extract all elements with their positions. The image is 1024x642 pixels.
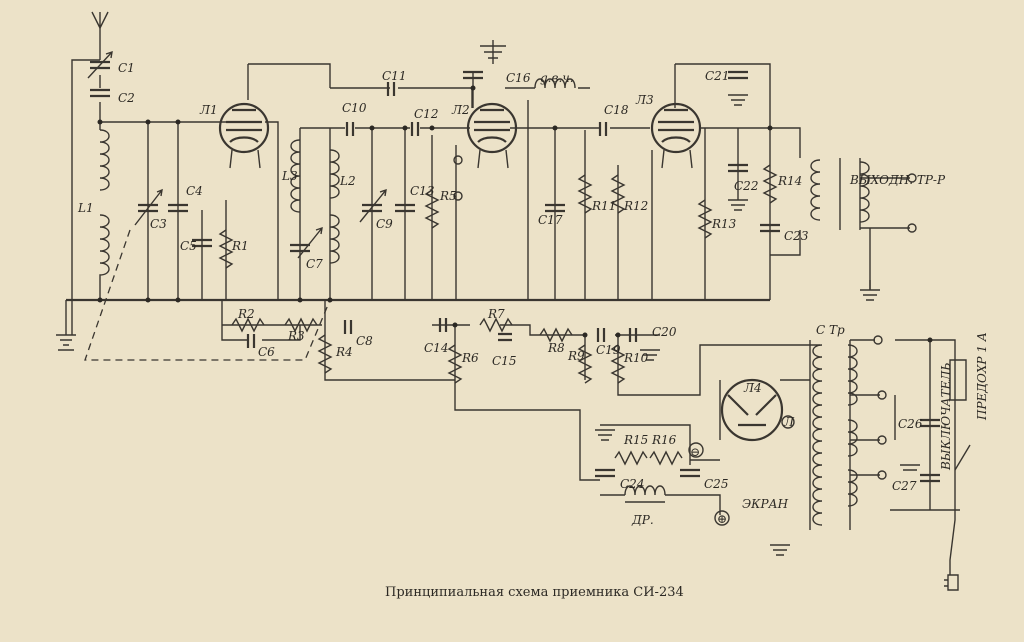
- label-c23: C23: [784, 229, 809, 243]
- label-c13: C13: [410, 184, 435, 198]
- label-c16: C16: [506, 71, 531, 85]
- label-tube2: Л2: [451, 103, 470, 117]
- label-c21: C21: [705, 69, 729, 83]
- figure-caption: Принципиальная схема приемника СИ-234: [385, 585, 684, 600]
- label-tube4: Л4: [743, 381, 762, 395]
- label-c17: C17: [538, 213, 563, 227]
- label-c22: C22: [734, 179, 758, 193]
- label-c1: C1: [118, 61, 135, 75]
- gang-control-line: [84, 229, 331, 361]
- label-c24: C24: [620, 477, 644, 491]
- label-c4: C4: [186, 184, 203, 198]
- label-r4: R4: [335, 345, 353, 359]
- label-c7: C7: [306, 257, 323, 271]
- label-choke-dr: ДР.: [631, 513, 654, 527]
- label-c10: C10: [342, 101, 367, 115]
- label-r9: R9: [567, 349, 585, 363]
- label-c11: C11: [382, 69, 406, 83]
- tube-l2: [466, 102, 518, 169]
- label-tube1: Л1: [199, 103, 218, 117]
- label-tube3: Л3: [635, 93, 654, 107]
- label-r8: R8: [547, 341, 565, 355]
- label-c15: C15: [492, 354, 516, 368]
- label-c12: C12: [414, 107, 438, 121]
- label-output-transformer: ВЫХОДН. ТР-Р: [849, 173, 946, 187]
- capacitors: [90, 60, 940, 483]
- vacuum-tubes: [218, 102, 795, 442]
- label-c3: C3: [150, 217, 167, 231]
- tube-l3: [650, 102, 702, 169]
- label-c20: C20: [652, 325, 677, 339]
- label-c18: C18: [604, 103, 629, 117]
- coils: [99, 78, 870, 526]
- label-choke: g.в.ч.: [540, 71, 574, 85]
- label-c14: C14: [424, 341, 448, 355]
- label-r5: R5: [439, 189, 457, 203]
- label-power-transformer: С Тр: [816, 323, 845, 337]
- junction-dots: [97, 85, 933, 343]
- antenna-symbol: [91, 11, 109, 30]
- label-r13: R13: [711, 217, 737, 231]
- label-lamp: Л: [783, 415, 795, 429]
- label-screen: ЭКРАН: [742, 497, 789, 511]
- label-r6: R6: [461, 351, 479, 365]
- component-labels: C1 C2 L1 C3 C4 C5 R1 Л1 R2 C6 R3 R4 C8 L…: [77, 61, 989, 527]
- tube-l1: [218, 102, 270, 169]
- label-c5: C5: [180, 239, 197, 253]
- label-fuse: ПРЕДОХР 1 А: [975, 332, 989, 421]
- tube-l4-rectifier: [720, 378, 795, 442]
- label-r16: R16: [651, 433, 677, 447]
- label-r15: R15: [623, 433, 648, 447]
- label-r11: R11: [591, 199, 616, 213]
- ground-symbols: [56, 40, 920, 556]
- label-r10: R10: [623, 351, 649, 365]
- label-switch: ВЫКЛЮЧАТЕЛЬ: [939, 363, 953, 471]
- label-c9: C9: [376, 217, 393, 231]
- terminals: [453, 155, 971, 591]
- label-c19: C19: [596, 343, 621, 357]
- label-r14: R14: [777, 174, 802, 188]
- label-c2: C2: [118, 91, 135, 105]
- label-c6: C6: [258, 345, 275, 359]
- variable-capacitor-arrows: [87, 50, 387, 259]
- label-l1: L1: [77, 201, 94, 215]
- label-r7: R7: [487, 307, 505, 321]
- resistors: [218, 164, 778, 466]
- label-plus: ⊕: [717, 512, 727, 526]
- label-r12: R12: [623, 199, 648, 213]
- label-c8: C8: [356, 334, 373, 348]
- label-c25: C25: [704, 477, 728, 491]
- label-l2: L2: [339, 174, 356, 188]
- label-minus: ⊖: [690, 445, 700, 459]
- label-r2: R2: [237, 307, 255, 321]
- label-c26: C26: [898, 417, 923, 431]
- label-l3: L3: [281, 169, 298, 183]
- label-r1: R1: [231, 239, 249, 253]
- label-c27: C27: [892, 479, 917, 493]
- label-r3: R3: [287, 329, 305, 343]
